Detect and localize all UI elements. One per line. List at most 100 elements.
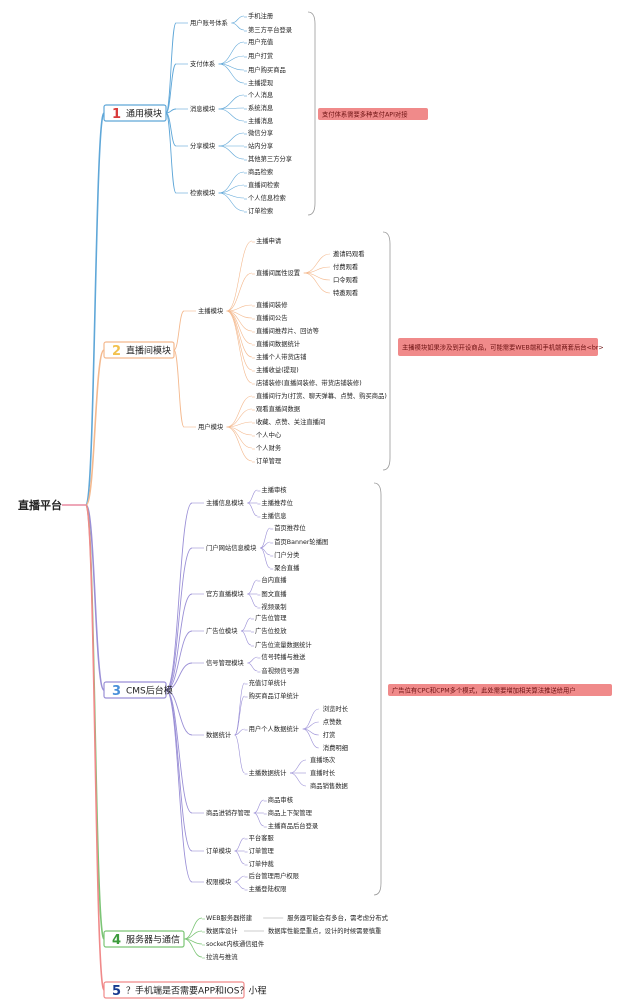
item-label: socket内核通信组件 bbox=[206, 939, 264, 948]
item-label: 第三方平台登录 bbox=[248, 25, 292, 34]
item-label: 主播提现 bbox=[248, 78, 274, 87]
connector bbox=[234, 695, 245, 736]
connector bbox=[165, 547, 193, 691]
connector bbox=[234, 850, 245, 865]
item-label: 个人消息 bbox=[248, 90, 273, 99]
connector bbox=[218, 192, 245, 212]
item-label: 个人中心 bbox=[256, 430, 282, 439]
connector bbox=[253, 799, 264, 814]
item-label: 个人信息检索 bbox=[248, 193, 286, 202]
item-label: 主播商品后台登录 bbox=[268, 821, 318, 830]
item-label: 个人财务 bbox=[256, 443, 282, 452]
section-label: 服务器与通信 bbox=[126, 934, 180, 946]
connector bbox=[218, 108, 245, 122]
connector bbox=[247, 656, 258, 664]
item-label: 门户分类 bbox=[274, 550, 300, 559]
item-label: 视频录制 bbox=[261, 602, 286, 611]
connector bbox=[173, 310, 185, 351]
connector bbox=[226, 310, 253, 371]
connector bbox=[231, 15, 245, 24]
item-label: 订单管理 bbox=[249, 846, 275, 855]
section-label: ？手机端是否需要APP和IOS？小程 bbox=[126, 985, 266, 997]
item-label: 广告位流量数据统计 bbox=[255, 640, 312, 649]
connector bbox=[85, 112, 105, 506]
connector bbox=[234, 837, 245, 852]
item-label: 拉流与推流 bbox=[206, 952, 238, 961]
connector bbox=[247, 579, 258, 595]
group-3-label: 官方直播模块 bbox=[206, 589, 244, 598]
connector bbox=[218, 145, 245, 160]
connector bbox=[303, 266, 331, 274]
connector bbox=[247, 489, 258, 504]
group-7-label: 商品进销存管理 bbox=[206, 808, 251, 817]
section-2-note: 主播模块如果涉及到开设商品，可能需要WEB端和手机端两套后台<br> bbox=[398, 338, 604, 356]
connector bbox=[218, 63, 245, 84]
section-5-node[interactable]: 5？手机端是否需要APP和IOS？小程 bbox=[103, 981, 266, 999]
item-label: 观看直播间数据 bbox=[256, 404, 301, 413]
item-label: 商品审核 bbox=[268, 795, 294, 804]
group-1-label: 主播模块 bbox=[198, 306, 224, 315]
connector bbox=[165, 689, 193, 814]
item-label: 直播间数据统计 bbox=[256, 339, 301, 348]
note-box bbox=[318, 108, 428, 120]
item-label: 其他第三方分享 bbox=[248, 154, 292, 163]
connector bbox=[234, 682, 245, 736]
connector bbox=[289, 759, 307, 774]
group-5-label: 检索模块 bbox=[190, 188, 216, 197]
item-label: 直播间检索 bbox=[248, 180, 279, 189]
connector bbox=[234, 728, 245, 736]
item-label: 直播间行为(打赏、聊天弹幕、点赞、购买商品) bbox=[256, 391, 387, 400]
section-label: CMS后台模 bbox=[126, 685, 173, 697]
subitem-label: 直播场次 bbox=[310, 755, 336, 764]
item-label: 主播申请 bbox=[256, 236, 282, 245]
connector bbox=[303, 272, 331, 281]
connector bbox=[165, 502, 193, 691]
item-label: 后台管理用户权限 bbox=[249, 871, 300, 880]
item-label: 购买商品订单统计 bbox=[249, 691, 300, 700]
subitem-label: 直播时长 bbox=[310, 768, 336, 777]
connector bbox=[173, 349, 185, 428]
subitem-label: 付费观看 bbox=[333, 262, 358, 271]
connector-lines bbox=[62, 11, 391, 991]
item-label: 信号转播与推送 bbox=[261, 652, 306, 661]
connector bbox=[226, 421, 253, 428]
item-label: 微信分享 bbox=[248, 128, 273, 137]
item-label: 台内直播 bbox=[261, 575, 287, 584]
connector bbox=[183, 938, 203, 958]
connector bbox=[165, 112, 177, 194]
group-1-label: 用户账号体系 bbox=[190, 18, 228, 27]
item-label: 主播数据统计 bbox=[249, 768, 287, 777]
group-8-label: 订单模块 bbox=[206, 846, 232, 855]
connector bbox=[234, 875, 245, 883]
item-label: 主播推荐位 bbox=[261, 498, 293, 507]
group-9-label: 权限模块 bbox=[206, 877, 232, 886]
connector bbox=[302, 708, 319, 730]
connector bbox=[226, 310, 253, 384]
connector bbox=[234, 734, 245, 774]
group-2-label: 用户模块 bbox=[198, 422, 224, 431]
item-label: 直播间属性设置 bbox=[256, 268, 300, 277]
connector bbox=[218, 41, 245, 65]
item-label: 系统消息 bbox=[248, 103, 273, 112]
note-box bbox=[398, 338, 598, 356]
item-label: 用户充值 bbox=[248, 37, 274, 46]
connector bbox=[253, 812, 264, 827]
item-label: 订单仲裁 bbox=[249, 859, 275, 868]
item-label: 主播个人带货店铺 bbox=[256, 352, 306, 361]
item-label: 音视频信号源 bbox=[261, 666, 299, 675]
item-label: 用户个人数据统计 bbox=[249, 724, 300, 733]
connector bbox=[226, 310, 253, 345]
section-number: 1 bbox=[112, 107, 121, 122]
root-node: 直播平台 bbox=[18, 498, 62, 512]
item-label: 商品上下架管理 bbox=[268, 808, 313, 817]
section-box bbox=[103, 104, 167, 122]
connector bbox=[247, 502, 258, 517]
item-label: 主播登陆权限 bbox=[249, 884, 287, 893]
summary-brace bbox=[373, 482, 382, 896]
connector bbox=[165, 689, 193, 883]
